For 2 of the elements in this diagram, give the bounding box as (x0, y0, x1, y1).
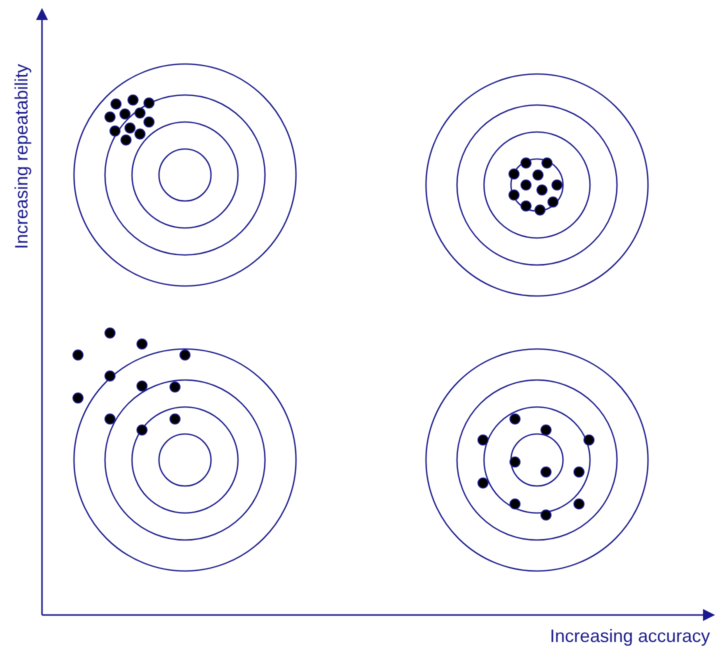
axis-label: Increasing repeatability (12, 62, 32, 252)
axis-label: Increasing accuracy (548, 626, 710, 647)
